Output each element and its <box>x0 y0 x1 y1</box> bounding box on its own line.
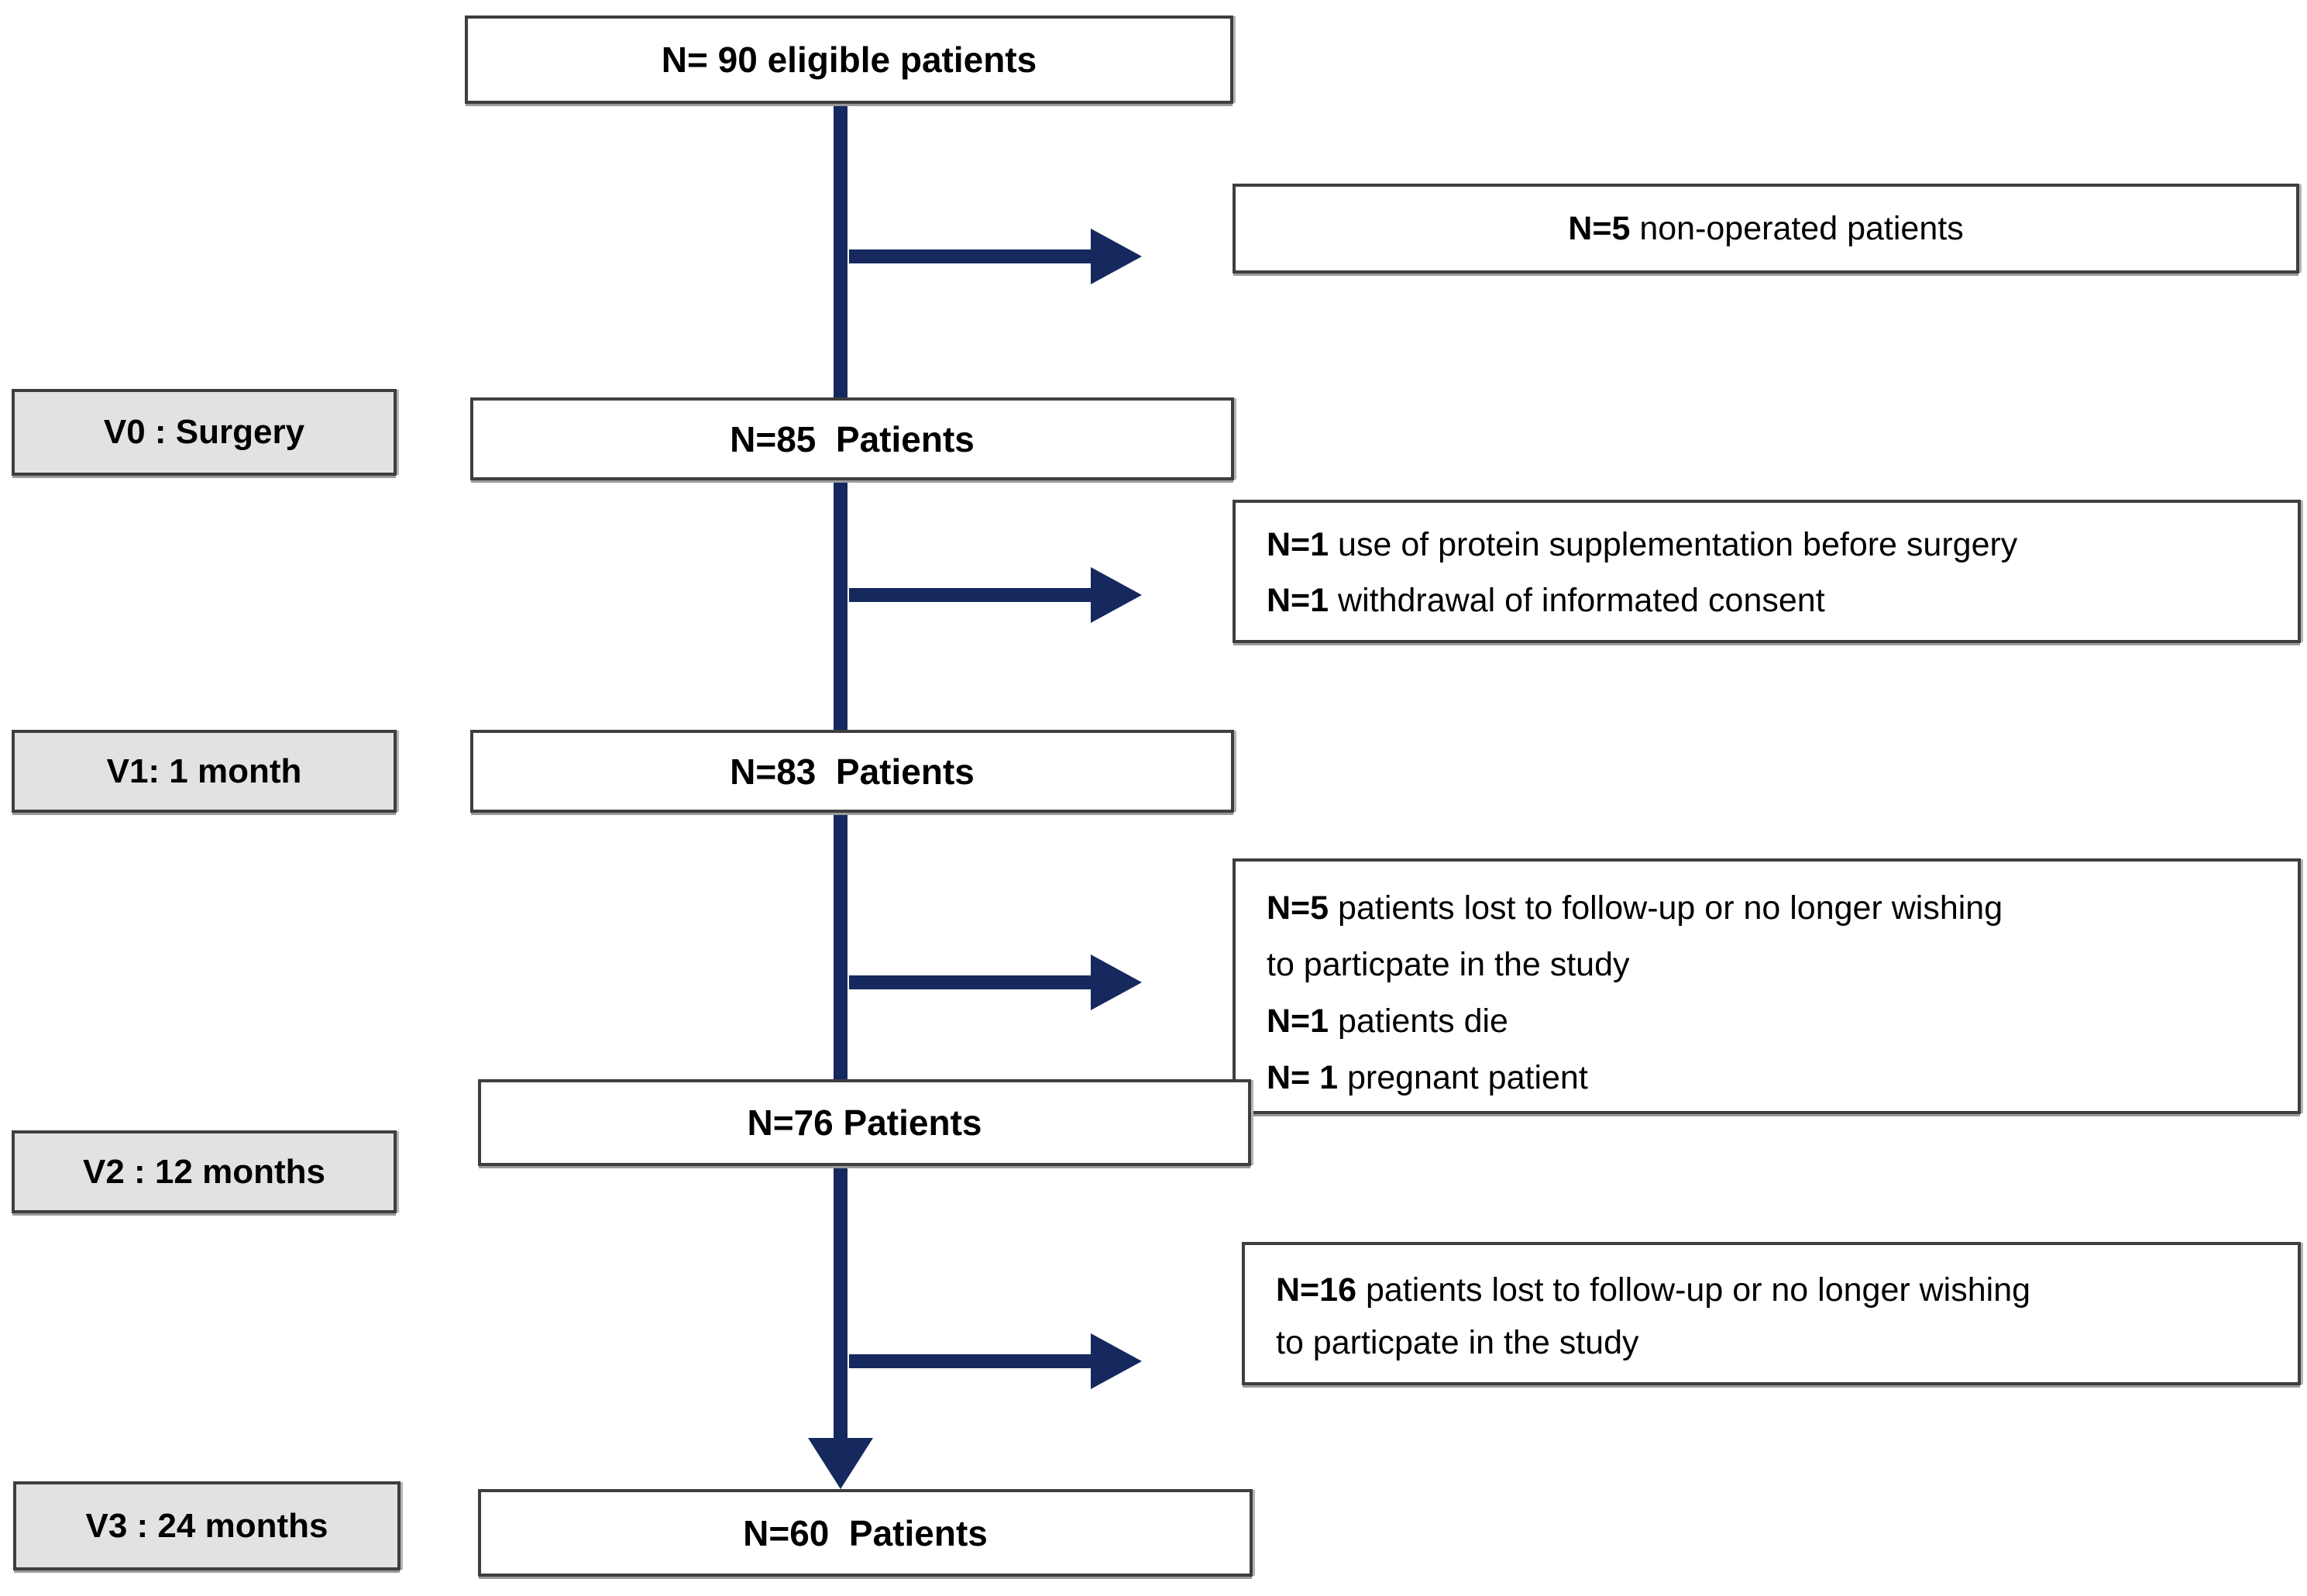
exclusion-box-before-v2: N=5 patients lost to follow-up or no lon… <box>1233 858 2301 1114</box>
patient-count-text: N=60 Patients <box>743 1512 988 1553</box>
down-arrowhead-icon <box>808 1438 873 1489</box>
branch-arrow-2 <box>849 567 1142 623</box>
stage-label-text: V2 : 12 months <box>83 1152 325 1191</box>
patients-box-v0: N=85 Patients <box>470 397 1234 480</box>
stage-label-v2: V2 : 12 months <box>12 1130 397 1213</box>
patients-box-v1: N=83 Patients <box>470 730 1234 813</box>
right-arrowhead-icon <box>1091 955 1142 1010</box>
exclusion-box-before-v3: N=16 patients lost to follow-up or no lo… <box>1242 1242 2301 1385</box>
exclusion-line: N= 1 pregnant patient <box>1267 1059 1588 1096</box>
patients-box-v3: N=60 Patients <box>478 1489 1253 1577</box>
stage-label-text: V3 : 24 months <box>85 1506 328 1545</box>
right-arrowhead-icon <box>1091 229 1142 284</box>
exclusion-box-before-v1: N=1 use of protein supplementation befor… <box>1233 500 2301 643</box>
patient-count-text: N=76 Patients <box>747 1102 982 1143</box>
stage-label-text: V0 : Surgery <box>103 413 305 451</box>
branch-arrow-4 <box>849 1333 1142 1389</box>
exclusion-line: N=1 patients die <box>1267 1003 1508 1040</box>
stage-label-v0: V0 : Surgery <box>12 389 397 476</box>
exclusion-line: N=16 patients lost to follow-up or no lo… <box>1276 1271 2031 1309</box>
stage-label-text: V1: 1 month <box>106 752 302 790</box>
right-arrowhead-icon <box>1091 567 1142 623</box>
arrow-shaft <box>849 249 1091 263</box>
exclusion-line: to particpate in the study <box>1276 1324 1639 1361</box>
arrow-shaft <box>849 588 1091 602</box>
arrow-shaft <box>849 1354 1091 1368</box>
arrow-shaft <box>849 975 1091 989</box>
patient-count-text: N=83 Patients <box>730 751 975 792</box>
exclusion-line: to particpate in the study <box>1267 946 1630 983</box>
eligible-patients-box: N= 90 eligible patients <box>465 15 1233 104</box>
exclusion-box-non-operated: N=5 non-operated patients <box>1233 184 2299 273</box>
exclusion-line: N=5 patients lost to follow-up or no lon… <box>1267 889 2003 927</box>
exclusion-line: N=1 withdrawal of informated consent <box>1267 582 1825 619</box>
patient-count-text: N=85 Patients <box>730 418 975 459</box>
branch-arrow-1 <box>849 229 1142 284</box>
stage-label-v3: V3 : 24 months <box>13 1481 401 1570</box>
patients-box-v2: N=76 Patients <box>478 1079 1251 1166</box>
eligible-patients-text: N= 90 eligible patients <box>661 40 1037 80</box>
stage-label-v1: V1: 1 month <box>12 730 397 813</box>
exclusion-line: N=5 non-operated patients <box>1568 209 1964 247</box>
right-arrowhead-icon <box>1091 1333 1142 1389</box>
branch-arrow-3 <box>849 955 1142 1010</box>
exclusion-line: N=1 use of protein supplementation befor… <box>1267 526 2018 563</box>
